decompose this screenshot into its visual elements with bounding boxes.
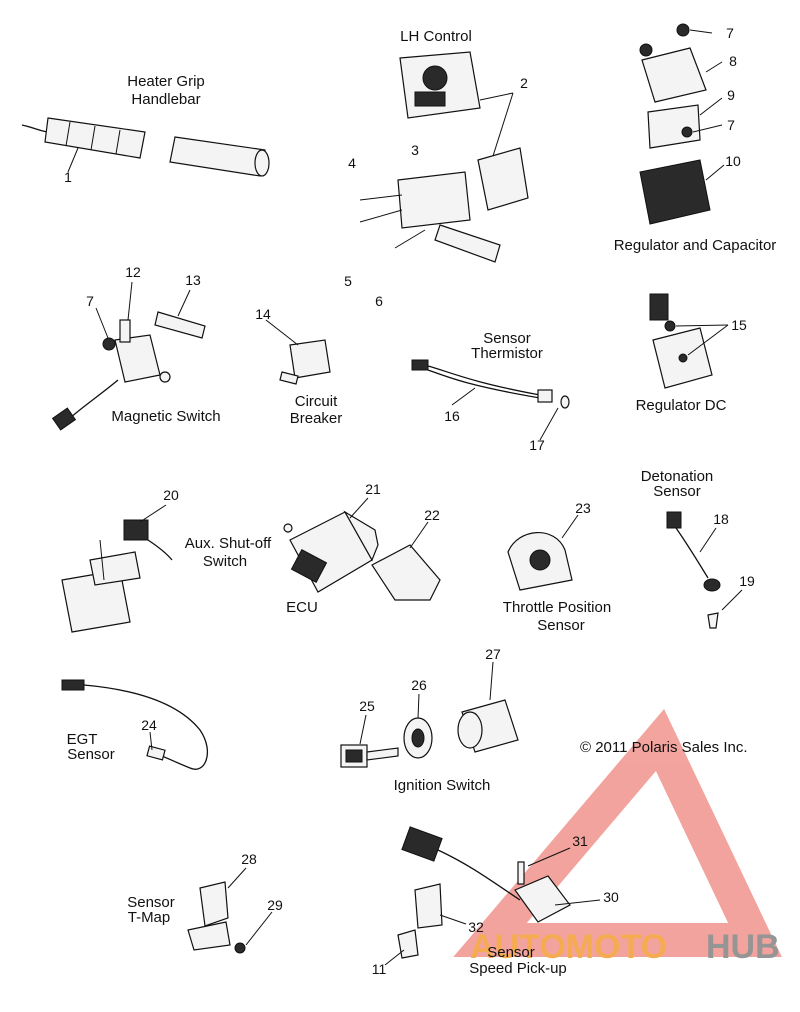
callout-1: 1 [64,169,72,185]
callout-7-mid: 7 [727,117,735,133]
callout-22: 22 [424,507,440,523]
callout-23: 23 [575,500,591,516]
magnetic-switch-part [51,281,206,431]
sensor-speed-pickup-part [384,826,601,966]
heater-grip-part [21,117,270,177]
label-heater-grip-1: Heater Grip [127,73,205,90]
callout-2: 2 [520,75,528,91]
ignition-switch-part [340,661,519,768]
label-regulator-capacitor: Regulator and Capacitor [614,237,777,254]
callout-11: 11 [372,961,387,977]
label-sensor-thermistor-1: Sensor [483,330,531,347]
callout-29: 29 [267,897,283,913]
callout-13: 13 [185,272,201,288]
label-speed-1: Sensor [487,944,535,961]
label-tmap-1: Sensor [127,894,175,911]
egt-sensor-part [61,679,209,770]
label-detonation-1: Detonation [641,468,714,485]
label-sensor-thermistor-2: Thermistor [471,345,543,362]
callout-7-left: 7 [86,293,94,309]
label-circuit-breaker-2: Breaker [290,410,343,427]
watermark-part1: AUTOMOTO [470,928,667,966]
sensor-tmap-part [187,867,273,954]
callout-24: 24 [141,717,157,733]
throttle-position-sensor-part [507,514,579,591]
sensor-thermistor-part [411,359,570,441]
callout-12: 12 [125,264,141,280]
callout-7-top: 7 [726,25,734,41]
label-aux-shutoff-2: Switch [203,553,247,570]
label-ecu: ECU [286,599,318,616]
ecu-part [283,497,441,601]
label-throttle-2: Sensor [537,617,585,634]
detonation-sensor-part [666,511,743,629]
callout-27: 27 [485,646,501,662]
label-speed-2: Speed Pick-up [469,960,567,977]
watermark-part2: HUB [706,928,780,966]
regulator-dc-part [649,293,729,389]
aux-shutoff-switch-part [61,504,173,633]
callout-32: 32 [468,919,484,935]
callout-4: 4 [348,155,356,171]
lh-control-part [359,51,529,263]
callout-19: 19 [739,573,755,589]
callout-10: 10 [725,153,741,169]
label-circuit-breaker-1: Circuit [295,393,338,410]
label-regulator-dc: Regulator DC [636,397,727,414]
callout-26: 26 [411,677,427,693]
callout-28: 28 [241,851,257,867]
label-magnetic-switch: Magnetic Switch [111,408,220,425]
callout-31: 31 [572,833,588,849]
callout-16: 16 [444,408,460,424]
callout-15: 15 [731,317,747,333]
callout-25: 25 [359,698,375,714]
automotohub-logo: AUTOMOTO HUB [453,708,782,966]
label-ignition-switch: Ignition Switch [394,777,491,794]
callout-14: 14 [255,306,271,322]
label-throttle-1: Throttle Position [503,599,611,616]
label-lh-control: LH Control [400,28,472,45]
regulator-capacitor-part [639,23,725,225]
callout-21: 21 [365,481,381,497]
label-egt-1: EGT [67,731,98,748]
label-tmap-2: T-Map [128,909,171,926]
callout-30: 30 [603,889,619,905]
callout-6: 6 [375,293,383,309]
callout-20: 20 [163,487,179,503]
copyright-text: © 2011 Polaris Sales Inc. [580,739,748,756]
label-detonation-2: Sensor [653,483,701,500]
callout-5: 5 [344,273,352,289]
callout-17: 17 [529,437,545,453]
callout-9: 9 [727,87,735,103]
callout-3: 3 [411,142,419,158]
callout-18: 18 [713,511,729,527]
label-heater-grip-2: Handlebar [131,91,200,108]
label-egt-2: Sensor [67,746,115,763]
circuit-breaker-part [265,319,331,385]
label-aux-shutoff-1: Aux. Shut-off [185,535,272,552]
callout-8: 8 [729,53,737,69]
